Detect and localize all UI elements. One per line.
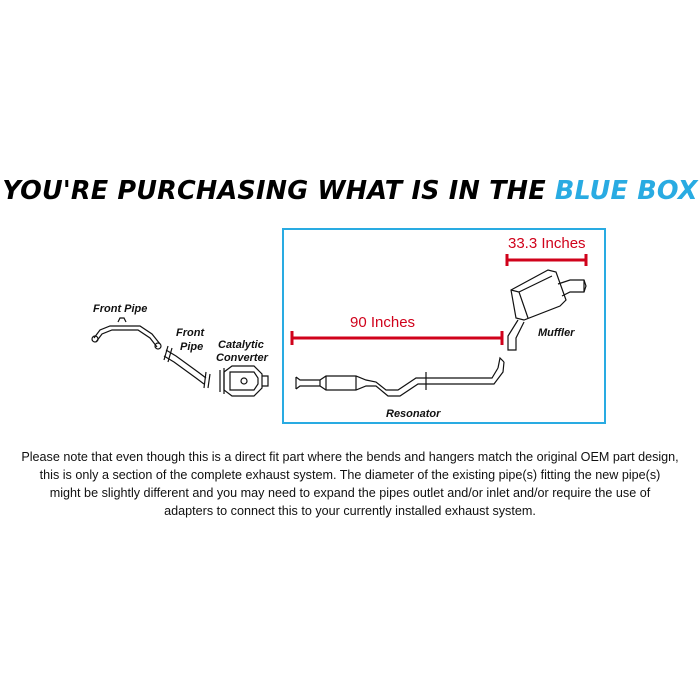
muffler-drawing	[507, 269, 587, 351]
measurement-33-label: 33.3 Inches	[508, 235, 586, 252]
front-pipe-2-label-line2: Pipe	[180, 341, 203, 353]
blue-box	[282, 228, 606, 424]
front-pipe-1-drawing	[91, 317, 162, 350]
catalytic-converter-label-line1: Catalytic	[218, 339, 264, 351]
measurement-90-label: 90 Inches	[350, 314, 415, 331]
headline-blue-text: BLUE BOX	[554, 176, 698, 206]
headline: YOU'RE PURCHASING WHAT IS IN THE BLUE BO…	[0, 176, 700, 206]
catalytic-converter-drawing	[219, 365, 269, 397]
catalytic-converter-label-line2: Converter	[216, 352, 269, 364]
resonator-pipe-drawing	[295, 356, 505, 397]
disclaimer-note: Please note that even though this is a d…	[0, 448, 700, 520]
front-pipe-2-drawing	[163, 345, 211, 389]
note-line: adapters to connect this to your current…	[164, 504, 536, 518]
front-pipe-1-label: Front Pipe	[93, 303, 147, 315]
headline-text: YOU'RE PURCHASING WHAT IS IN THE	[2, 176, 546, 206]
note-line: this is only a section of the complete e…	[39, 468, 661, 482]
front-pipe-2-label-line1: Front	[176, 327, 205, 339]
muffler-label: Muffler	[538, 327, 575, 339]
note-line: Please note that even though this is a d…	[21, 450, 679, 464]
measurement-90-line	[290, 331, 504, 345]
measurement-33-line	[505, 254, 588, 266]
resonator-label: Resonator	[386, 408, 441, 420]
note-line: might be slightly different and you may …	[49, 486, 651, 500]
